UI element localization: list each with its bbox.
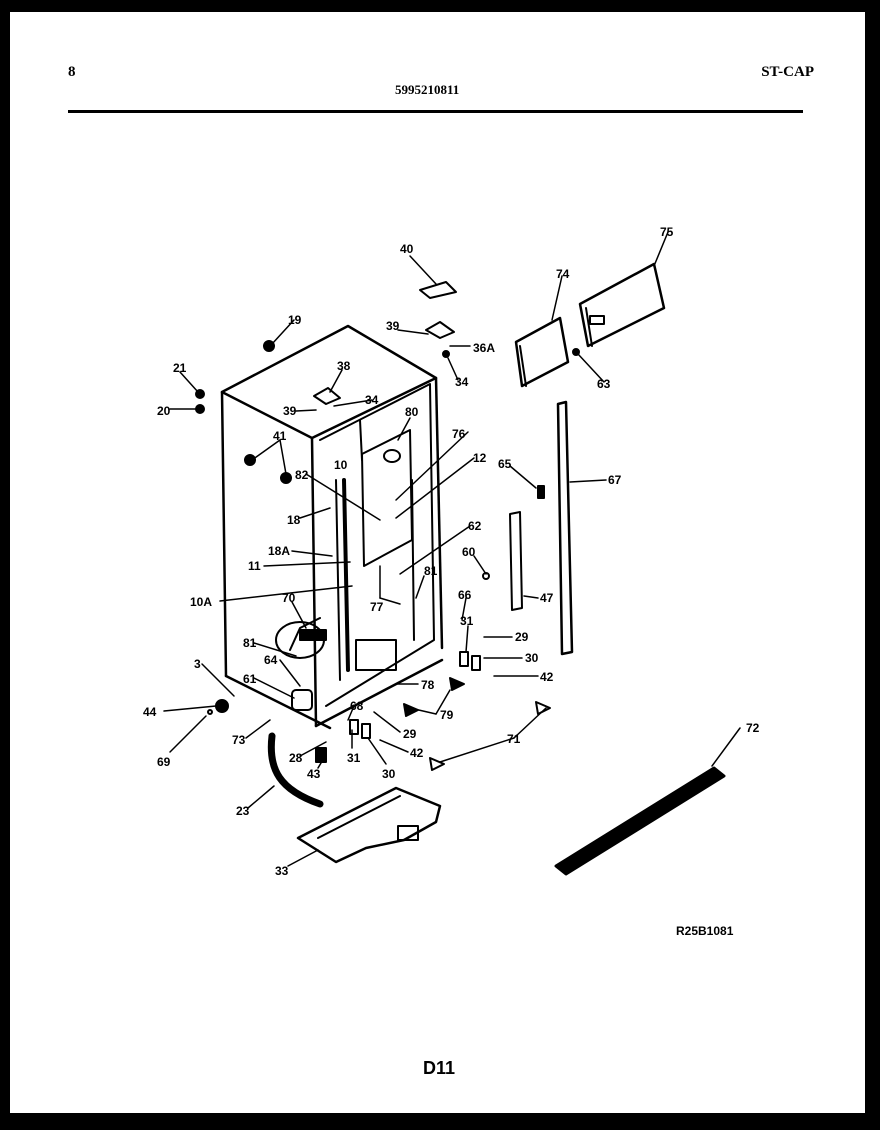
part-label-18A: 18A bbox=[268, 544, 291, 558]
part-label-47: 47 bbox=[540, 591, 554, 605]
dispenser-panels bbox=[514, 262, 666, 388]
part-label-43: 43 bbox=[307, 767, 321, 781]
part-label-33: 33 bbox=[275, 864, 289, 878]
part-label-63: 63 bbox=[597, 377, 611, 391]
part-label-61: 61 bbox=[243, 672, 257, 686]
page-code: D11 bbox=[423, 1058, 456, 1078]
part-label-81: 81 bbox=[243, 636, 257, 650]
part-label-10: 10 bbox=[334, 458, 348, 472]
part-label-79: 79 bbox=[440, 708, 454, 722]
part-label-20: 20 bbox=[157, 404, 171, 418]
part-label-42: 42 bbox=[540, 670, 554, 684]
part-label-73: 73 bbox=[232, 733, 246, 747]
part-label-41: 41 bbox=[273, 429, 287, 443]
part-label-34: 34 bbox=[365, 393, 379, 407]
part-label-19: 19 bbox=[288, 313, 302, 327]
part-label-71: 71 bbox=[507, 732, 521, 746]
part-label-81: 81 bbox=[424, 564, 438, 578]
part-label-28: 28 bbox=[289, 751, 303, 765]
part-label-3: 3 bbox=[194, 657, 201, 671]
part-label-72: 72 bbox=[746, 721, 760, 735]
part-label-23: 23 bbox=[236, 804, 250, 818]
part-label-68: 68 bbox=[350, 699, 364, 713]
part-label-29: 29 bbox=[403, 727, 417, 741]
part-label-31: 31 bbox=[460, 614, 474, 628]
part-label-66: 66 bbox=[458, 588, 472, 602]
part-label-42: 42 bbox=[410, 746, 424, 760]
part-label-40: 40 bbox=[400, 242, 414, 256]
part-label-10A: 10A bbox=[190, 595, 213, 609]
model-code: ST-CAP bbox=[761, 64, 814, 80]
part-label-11: 11 bbox=[248, 559, 261, 573]
part-label-30: 30 bbox=[525, 651, 539, 665]
part-label-39: 39 bbox=[386, 319, 400, 333]
part-label-74: 74 bbox=[556, 267, 570, 281]
page-number: 8 bbox=[68, 64, 76, 80]
cabinet-body bbox=[220, 324, 444, 730]
part-label-21: 21 bbox=[173, 361, 187, 375]
part-label-12: 12 bbox=[473, 451, 487, 465]
document-number: 5995210811 bbox=[395, 82, 460, 97]
part-label-69: 69 bbox=[157, 755, 171, 769]
part-label-34: 34 bbox=[455, 375, 469, 389]
drain-pan bbox=[296, 786, 442, 864]
header-rule bbox=[68, 110, 803, 113]
top-hinge-parts bbox=[195, 281, 457, 484]
leader-lines bbox=[163, 231, 741, 867]
part-label-82: 82 bbox=[295, 468, 309, 482]
part-label-78: 78 bbox=[421, 678, 435, 692]
part-label-67: 67 bbox=[608, 473, 622, 487]
toe-grille bbox=[554, 766, 726, 876]
part-label-65: 65 bbox=[498, 457, 512, 471]
part-label-64: 64 bbox=[264, 653, 278, 667]
part-label-76: 76 bbox=[452, 427, 466, 441]
part-label-80: 80 bbox=[405, 405, 419, 419]
lower-hardware bbox=[207, 651, 551, 808]
part-label-77: 77 bbox=[370, 600, 384, 614]
part-label-39: 39 bbox=[283, 404, 297, 418]
vertical-strips bbox=[482, 400, 574, 656]
part-label-60: 60 bbox=[462, 545, 476, 559]
part-label-31: 31 bbox=[347, 751, 361, 765]
part-label-30: 30 bbox=[382, 767, 396, 781]
part-label-29: 29 bbox=[515, 630, 529, 644]
part-label-75: 75 bbox=[660, 225, 674, 239]
part-label-44: 44 bbox=[143, 705, 157, 719]
parts-diagram-page bbox=[10, 12, 865, 1113]
drawing-code: R25B1081 bbox=[676, 924, 734, 938]
part-label-36A: 36A bbox=[473, 341, 496, 355]
part-label-38: 38 bbox=[337, 359, 351, 373]
part-label-62: 62 bbox=[468, 519, 482, 533]
part-label-18: 18 bbox=[287, 513, 301, 527]
part-label-70: 70 bbox=[282, 591, 296, 605]
